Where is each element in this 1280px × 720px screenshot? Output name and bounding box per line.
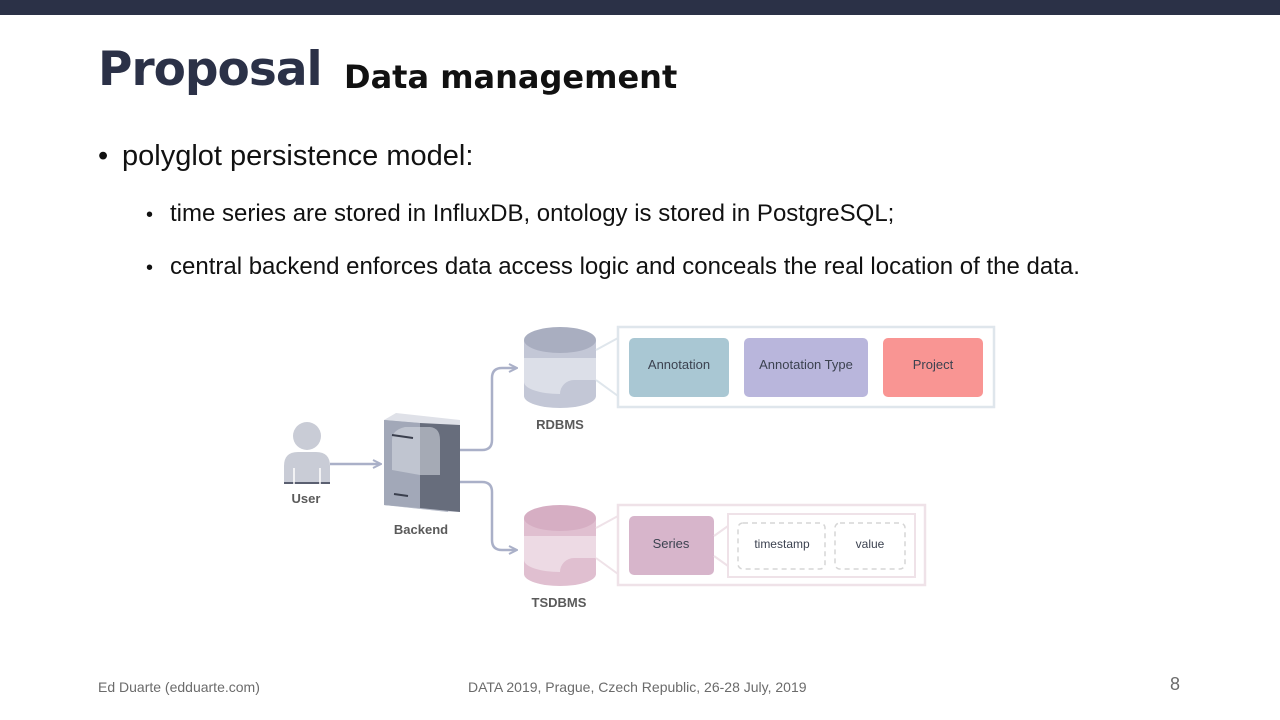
field-timestamp <box>737 522 826 570</box>
field-value-label: value <box>856 537 885 551</box>
field-timestamp-label: timestamp <box>754 537 810 551</box>
tsdbms-label: TSDBMS <box>532 595 587 610</box>
tsdbms-connector-top <box>595 515 619 529</box>
entity-project-label: Project <box>913 357 954 372</box>
entity-series <box>629 516 714 575</box>
tsdbms-connector-bottom <box>595 557 619 575</box>
slide-title: Proposal <box>98 42 323 97</box>
entity-project <box>883 338 983 397</box>
bullet-symbol: • <box>146 257 154 279</box>
tsdbms-database-icon <box>524 505 596 586</box>
slide-subtitle: Data management <box>344 58 678 96</box>
backend-label: Backend <box>394 522 448 537</box>
tsdbms-container <box>616 503 927 587</box>
backend-server-icon <box>384 413 460 512</box>
bullet-sub-2-text: central backend enforces data access log… <box>170 253 1080 280</box>
user-label: User <box>292 491 321 506</box>
bullet-symbol: • <box>98 140 109 172</box>
entity-series-label: Series <box>653 536 690 551</box>
bullet-sub-2: • central backend enforces data access lo… <box>146 253 1080 281</box>
entity-annotation <box>629 338 729 397</box>
series-fields-container <box>727 513 916 578</box>
user-icon <box>284 422 330 484</box>
rdbms-container <box>616 325 996 409</box>
footer-author: Ed Duarte (edduarte.com) <box>98 679 260 695</box>
field-value <box>834 522 906 570</box>
rdbms-connector-bottom <box>595 379 619 397</box>
arrow-backend-rdbms <box>460 368 516 452</box>
entity-annotation-type-label: Annotation Type <box>759 357 853 372</box>
rdbms-database-icon <box>524 327 596 408</box>
series-connector-bottom <box>713 555 729 567</box>
top-bar <box>0 0 1280 15</box>
bullet-sub-1-text: time series are stored in InfluxDB, onto… <box>170 200 895 227</box>
bullet-main-text: polyglot persistence model: <box>122 140 474 172</box>
rdbms-connector-top <box>595 337 619 351</box>
entity-annotation-type <box>744 338 868 397</box>
bullet-sub-1: • time series are stored in InfluxDB, ont… <box>146 200 894 228</box>
bullet-symbol: • <box>146 204 154 226</box>
page-number: 8 <box>1170 674 1181 694</box>
arrow-backend-tsdbms <box>460 480 516 550</box>
rdbms-label: RDBMS <box>536 417 584 432</box>
entity-annotation-label: Annotation <box>648 357 710 372</box>
footer-event: DATA 2019, Prague, Czech Republic, 26-28… <box>468 679 807 695</box>
bullet-main: • polyglot persistence model: <box>98 140 473 173</box>
series-connector-top <box>713 525 729 537</box>
